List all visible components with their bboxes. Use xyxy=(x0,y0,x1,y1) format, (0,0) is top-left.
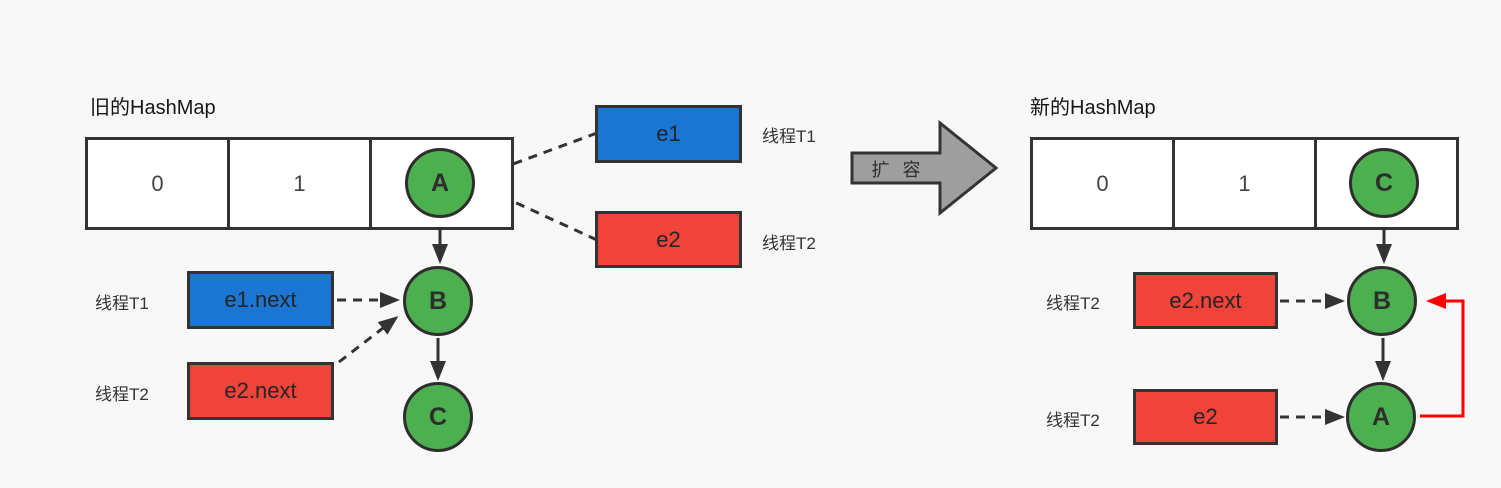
old-e2-thread-label: 线程T2 xyxy=(762,234,816,253)
old-node-c: C xyxy=(403,382,473,452)
old-node-a: A xyxy=(405,148,475,218)
new-e2-thread-label: 线程T2 xyxy=(1046,411,1100,430)
old-e1next-thread-label: 线程T1 xyxy=(95,294,149,313)
new-e2next-thread-label: 线程T2 xyxy=(1046,294,1100,313)
old-e1-box: e1 xyxy=(595,105,742,163)
old-e1-thread-label: 线程T1 xyxy=(762,127,816,146)
new-bucket-1: 1 xyxy=(1175,140,1317,227)
new-e2-box: e2 xyxy=(1133,389,1278,445)
old-e2next-thread-label: 线程T2 xyxy=(95,385,149,404)
new-bucket-0: 0 xyxy=(1033,140,1175,227)
red-cycle-arrow-a-to-b xyxy=(1420,293,1465,418)
new-node-b: B xyxy=(1347,266,1417,336)
resize-arrow-label: 扩 容 xyxy=(871,160,925,180)
old-hashmap-title: 旧的HashMap xyxy=(90,97,216,119)
old-e1next-box: e1.next xyxy=(187,271,334,329)
old-e2next-box: e2.next xyxy=(187,362,334,420)
new-node-a: A xyxy=(1346,382,1416,452)
old-node-b: B xyxy=(403,266,473,336)
old-bucket-1: 1 xyxy=(230,140,372,227)
new-node-c: C xyxy=(1349,148,1419,218)
new-hashmap-title: 新的HashMap xyxy=(1030,97,1156,119)
dashed-arrow-e2next-to-b xyxy=(338,316,399,364)
old-e2-box: e2 xyxy=(595,211,742,268)
old-bucket-0: 0 xyxy=(88,140,230,227)
new-e2next-box: e2.next xyxy=(1133,272,1278,329)
